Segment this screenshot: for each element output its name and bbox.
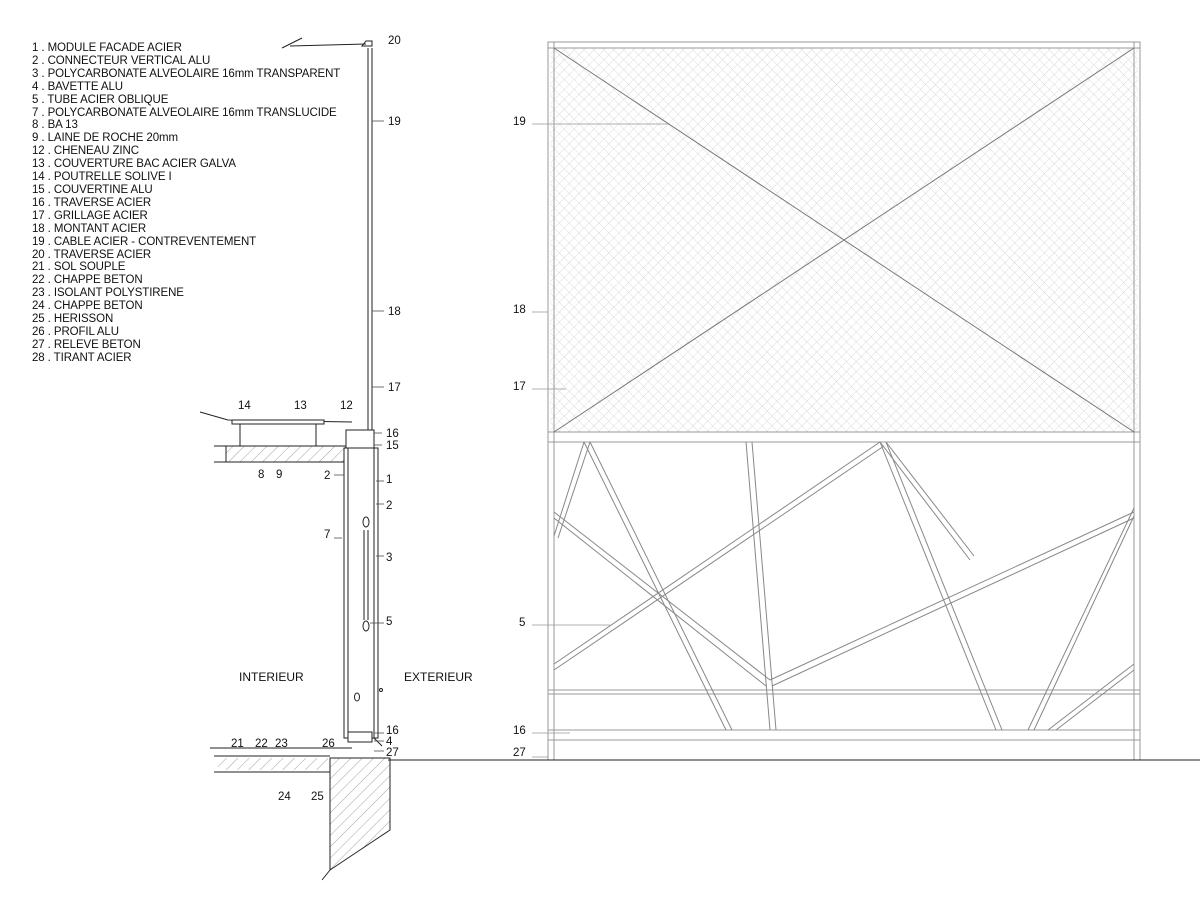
callout-13: 13 bbox=[294, 400, 307, 412]
elev-callout-18: 18 bbox=[513, 304, 526, 316]
callout-17: 17 bbox=[388, 382, 401, 394]
label-exterior: EXTERIEUR bbox=[404, 670, 473, 684]
oblique-tubes bbox=[553, 441, 1135, 731]
foundation bbox=[329, 757, 391, 871]
callout-7: 7 bbox=[324, 529, 330, 541]
callout-18: 18 bbox=[388, 306, 401, 318]
elevation-callouts: 19 18 17 5 16 27 bbox=[513, 116, 526, 759]
section-callouts: 20 19 18 17 14 13 12 16 15 8 9 2 1 2 7 3… bbox=[231, 35, 473, 803]
legend-item: 1 . MODULE FACADE ACIER bbox=[32, 42, 182, 54]
legend-item: 20 . TRAVERSE ACIER bbox=[32, 248, 152, 261]
legend-item: 8 . BA 13 bbox=[32, 119, 78, 132]
callout-24: 24 bbox=[278, 791, 291, 803]
callout-16-bottom: 16 bbox=[386, 725, 399, 737]
callout-14: 14 bbox=[238, 400, 251, 412]
callout-22: 22 bbox=[255, 738, 268, 750]
legend-item: 19 . CABLE ACIER - CONTREVENTEMENT bbox=[32, 235, 257, 248]
traverse-16 bbox=[548, 689, 1140, 741]
callout-8: 8 bbox=[258, 469, 264, 481]
legend-item: 26 . PROFIL ALU bbox=[32, 325, 119, 338]
roof-purlin bbox=[231, 419, 325, 425]
legend-item: 12 . CHENEAU ZINC bbox=[32, 145, 139, 158]
legend-item: 14 . POUTRELLE SOLIVE I bbox=[32, 171, 172, 184]
facade-wall bbox=[343, 447, 379, 739]
callout-27: 27 bbox=[386, 747, 399, 759]
elevation-leaders bbox=[532, 123, 668, 758]
callout-15: 15 bbox=[386, 440, 399, 452]
callout-20: 20 bbox=[388, 35, 401, 47]
section-detail bbox=[199, 37, 391, 881]
elevation-drawing bbox=[388, 41, 1200, 761]
label-interior: INTERIEUR bbox=[239, 670, 304, 684]
elevation-frame-bottom bbox=[547, 442, 1141, 760]
legend-item: 7 . POLYCARBONATE ALVEOLAIRE 16mm TRANSL… bbox=[32, 106, 337, 119]
callout-23: 23 bbox=[275, 738, 288, 750]
legend-item: 5 . TUBE ACIER OBLIQUE bbox=[32, 93, 169, 106]
legend-item: 23 . ISOLANT POLYSTIRENE bbox=[32, 287, 184, 300]
legend-item: 24 . CHAPPE BETON bbox=[32, 300, 143, 313]
top-diagonal bbox=[281, 37, 367, 49]
legend-item: 27 . RELEVE BETON bbox=[32, 338, 141, 351]
bracing-cables bbox=[553, 47, 1135, 433]
gutter bbox=[345, 429, 375, 449]
elev-callout-19: 19 bbox=[513, 116, 526, 128]
bottom-traverse bbox=[347, 731, 373, 743]
elev-callout-17: 17 bbox=[513, 381, 526, 393]
legend-item: 25 . HERISSON bbox=[32, 313, 114, 326]
legend-item: 22 . CHAPPE BETON bbox=[32, 274, 143, 287]
callout-16-top: 16 bbox=[386, 428, 399, 440]
legend-item: 21 . SOL SOUPLE bbox=[32, 261, 126, 274]
roof-slab bbox=[225, 445, 351, 463]
callout-25: 25 bbox=[311, 791, 324, 803]
legend-item: 3 . POLYCARBONATE ALVEOLAIRE 16mm TRANSP… bbox=[32, 67, 341, 80]
elev-callout-5: 5 bbox=[519, 617, 525, 629]
elev-callout-27: 27 bbox=[513, 747, 526, 759]
legend-item: 9 . LAINE DE ROCHE 20mm bbox=[32, 132, 178, 145]
legend-item: 15 . COUVERTINE ALU bbox=[32, 183, 153, 196]
callout-1: 1 bbox=[386, 474, 392, 486]
elevation-frame-top bbox=[547, 41, 1141, 443]
steel-post bbox=[367, 48, 373, 430]
callout-21: 21 bbox=[231, 738, 244, 750]
callout-3: 3 bbox=[386, 552, 392, 564]
floor-slab bbox=[218, 758, 328, 770]
callout-4: 4 bbox=[386, 736, 393, 748]
callout-2-right: 2 bbox=[386, 500, 392, 512]
callout-12: 12 bbox=[340, 400, 353, 412]
section-leaders bbox=[334, 120, 384, 752]
floor-line bbox=[210, 747, 352, 773]
callout-5: 5 bbox=[386, 616, 392, 628]
legend-item: 2 . CONNECTEUR VERTICAL ALU bbox=[32, 54, 211, 67]
callout-9: 9 bbox=[276, 469, 282, 481]
legend-item: 17 . GRILLAGE ACIER bbox=[32, 209, 148, 222]
top-traverse bbox=[360, 40, 373, 47]
callout-26: 26 bbox=[322, 738, 335, 750]
elev-callout-16: 16 bbox=[513, 725, 526, 737]
callout-2-left: 2 bbox=[324, 470, 330, 482]
legend-item: 13 . COUVERTURE BAC ACIER GALVA bbox=[32, 158, 236, 171]
legend-item: 28 . TIRANT ACIER bbox=[32, 351, 132, 364]
legend-item: 18 . MONTANT ACIER bbox=[32, 222, 147, 235]
legend-item: 4 . BAVETTE ALU bbox=[32, 80, 123, 93]
legend-item: 16 . TRAVERSE ACIER bbox=[32, 196, 152, 209]
callout-19: 19 bbox=[388, 116, 401, 128]
